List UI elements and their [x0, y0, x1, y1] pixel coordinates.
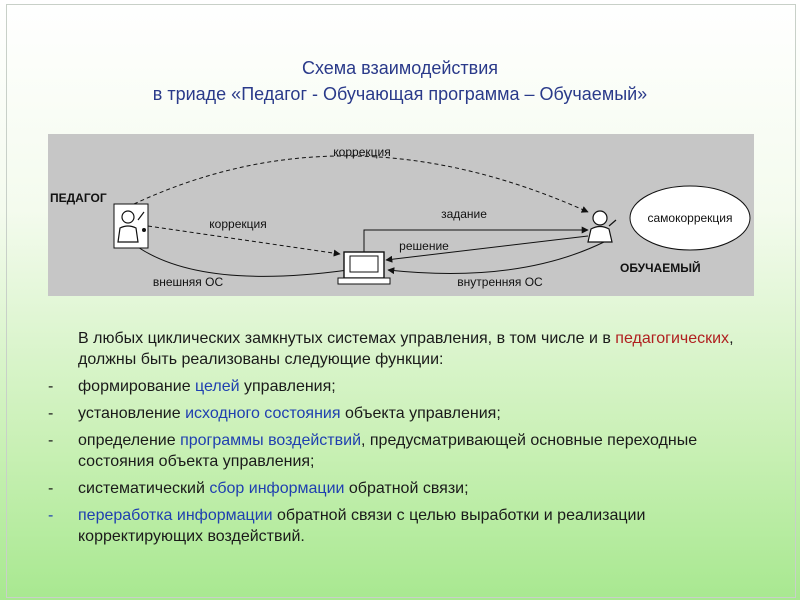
self-correction-label: самокоррекция	[647, 211, 732, 225]
item-text: систематический	[78, 480, 210, 497]
arrow-external-feedback	[125, 237, 349, 277]
intro-text-b: , должны быть реализованы следующие функ…	[78, 330, 734, 368]
arrow-solution	[385, 235, 589, 263]
arrow-internal-feedback	[387, 241, 605, 275]
interaction-scheme: ПЕДАГОГ самокоррекция ОБУЧАЕМЫЙ коррекци…	[48, 134, 754, 296]
item-keyword: исходного состояния	[185, 405, 341, 422]
arrow-teacher-to-pc	[147, 225, 341, 257]
arrow-task	[363, 226, 589, 252]
item-text: , предусматривающей основные переходные …	[78, 432, 698, 470]
self-correction-bubble	[629, 185, 751, 251]
scheme-diagram: ПЕДАГОГ самокоррекция ОБУЧАЕМЫЙ коррекци…	[50, 145, 751, 289]
item-keyword: целей	[195, 378, 240, 395]
computer-icon	[337, 251, 391, 285]
label-external-feedback: внешняя ОС	[153, 275, 224, 289]
label-internal-feedback: внутренняя ОС	[457, 275, 543, 289]
bullet-dash: -	[48, 432, 54, 449]
item-keyword: переработка информации	[78, 507, 273, 524]
intro-text-a: В любых циклических замкнутых системах у…	[78, 330, 616, 347]
teacher-icon	[113, 203, 149, 249]
label-top-correction: коррекция	[333, 145, 390, 159]
item-text: управления;	[239, 378, 336, 395]
list-item: - установление исходного состояния объект…	[48, 403, 758, 424]
slide-title-line2: в триаде «Педагог - Обучающая программа …	[152, 84, 648, 104]
item-text: обратной связи с целью выработки и реали…	[78, 507, 646, 545]
list-item: - определение программы воздействий, пред…	[48, 430, 758, 472]
student-icon	[587, 210, 617, 243]
label-teacher-correction: коррекция	[209, 217, 266, 231]
bullet-dash: -	[48, 405, 54, 422]
slide-frame	[6, 4, 796, 598]
label-solution: решение	[399, 239, 449, 253]
item-text: объекта управления;	[340, 405, 501, 422]
list-item: - переработка информации обратной связи с…	[48, 505, 758, 547]
label-task: задание	[441, 207, 487, 221]
list-item: - формирование целей управления;	[48, 376, 758, 397]
teacher-label: ПЕДАГОГ	[50, 191, 107, 205]
intro-keyword: педагогических	[615, 330, 730, 347]
functions-text: В любых циклических замкнутых системах у…	[48, 328, 758, 553]
item-text: определение	[78, 432, 181, 449]
item-text: обратной связи;	[344, 480, 469, 497]
slide-title-line1: Схема взаимодействия	[301, 58, 499, 78]
arrow-top-correction	[133, 155, 589, 213]
bullet-dash: -	[48, 378, 54, 395]
bullet-dash: -	[48, 507, 54, 524]
list-item: - систематический сбор информации обратно…	[48, 478, 758, 499]
item-text: установление	[78, 405, 186, 422]
bullet-dash: -	[48, 480, 54, 497]
intro-paragraph: В любых циклических замкнутых системах у…	[48, 328, 758, 370]
item-text: формирование	[78, 378, 196, 395]
item-keyword: программы воздействий	[180, 432, 361, 449]
student-label: ОБУЧАЕМЫЙ	[620, 260, 701, 275]
item-keyword: сбор информации	[209, 480, 345, 497]
